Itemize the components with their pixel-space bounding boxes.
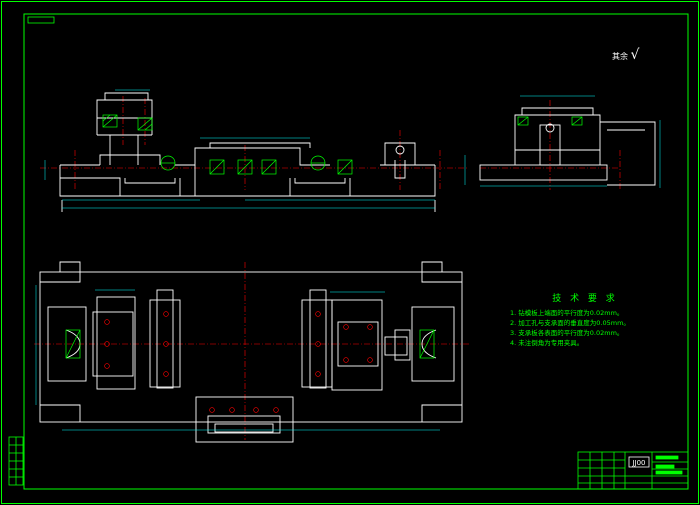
title-block-code: JJ00	[631, 459, 645, 467]
requirement-item-1: 1. 钻模板上端面的平行度为0.02mm。	[510, 309, 624, 317]
requirement-item-2: 2. 加工孔与支承面的垂直度为0.05mm。	[510, 319, 630, 327]
title-block	[577, 451, 689, 490]
side-view	[479, 95, 661, 190]
inner-border	[23, 13, 689, 490]
side-index-strip	[8, 436, 24, 486]
requirement-item-3: 3. 支承板各表面的平行度为0.02mm。	[510, 329, 624, 337]
drawing-code-box	[27, 16, 55, 24]
requirement-item-4: 4. 未注倒角为专用夹具。	[510, 339, 584, 347]
roughness-check-icon: √	[630, 47, 640, 63]
roughness-label: 其余	[612, 52, 628, 61]
technical-requirements: 技 术 要 求 1. 钻模板上端面的平行度为0.02mm。 2. 加工孔与支承面…	[510, 291, 660, 348]
technical-requirements-title: 技 术 要 求	[552, 294, 618, 304]
surface-roughness-note: 其余 √	[612, 47, 639, 63]
front-view	[40, 89, 468, 212]
top-view	[34, 261, 470, 443]
